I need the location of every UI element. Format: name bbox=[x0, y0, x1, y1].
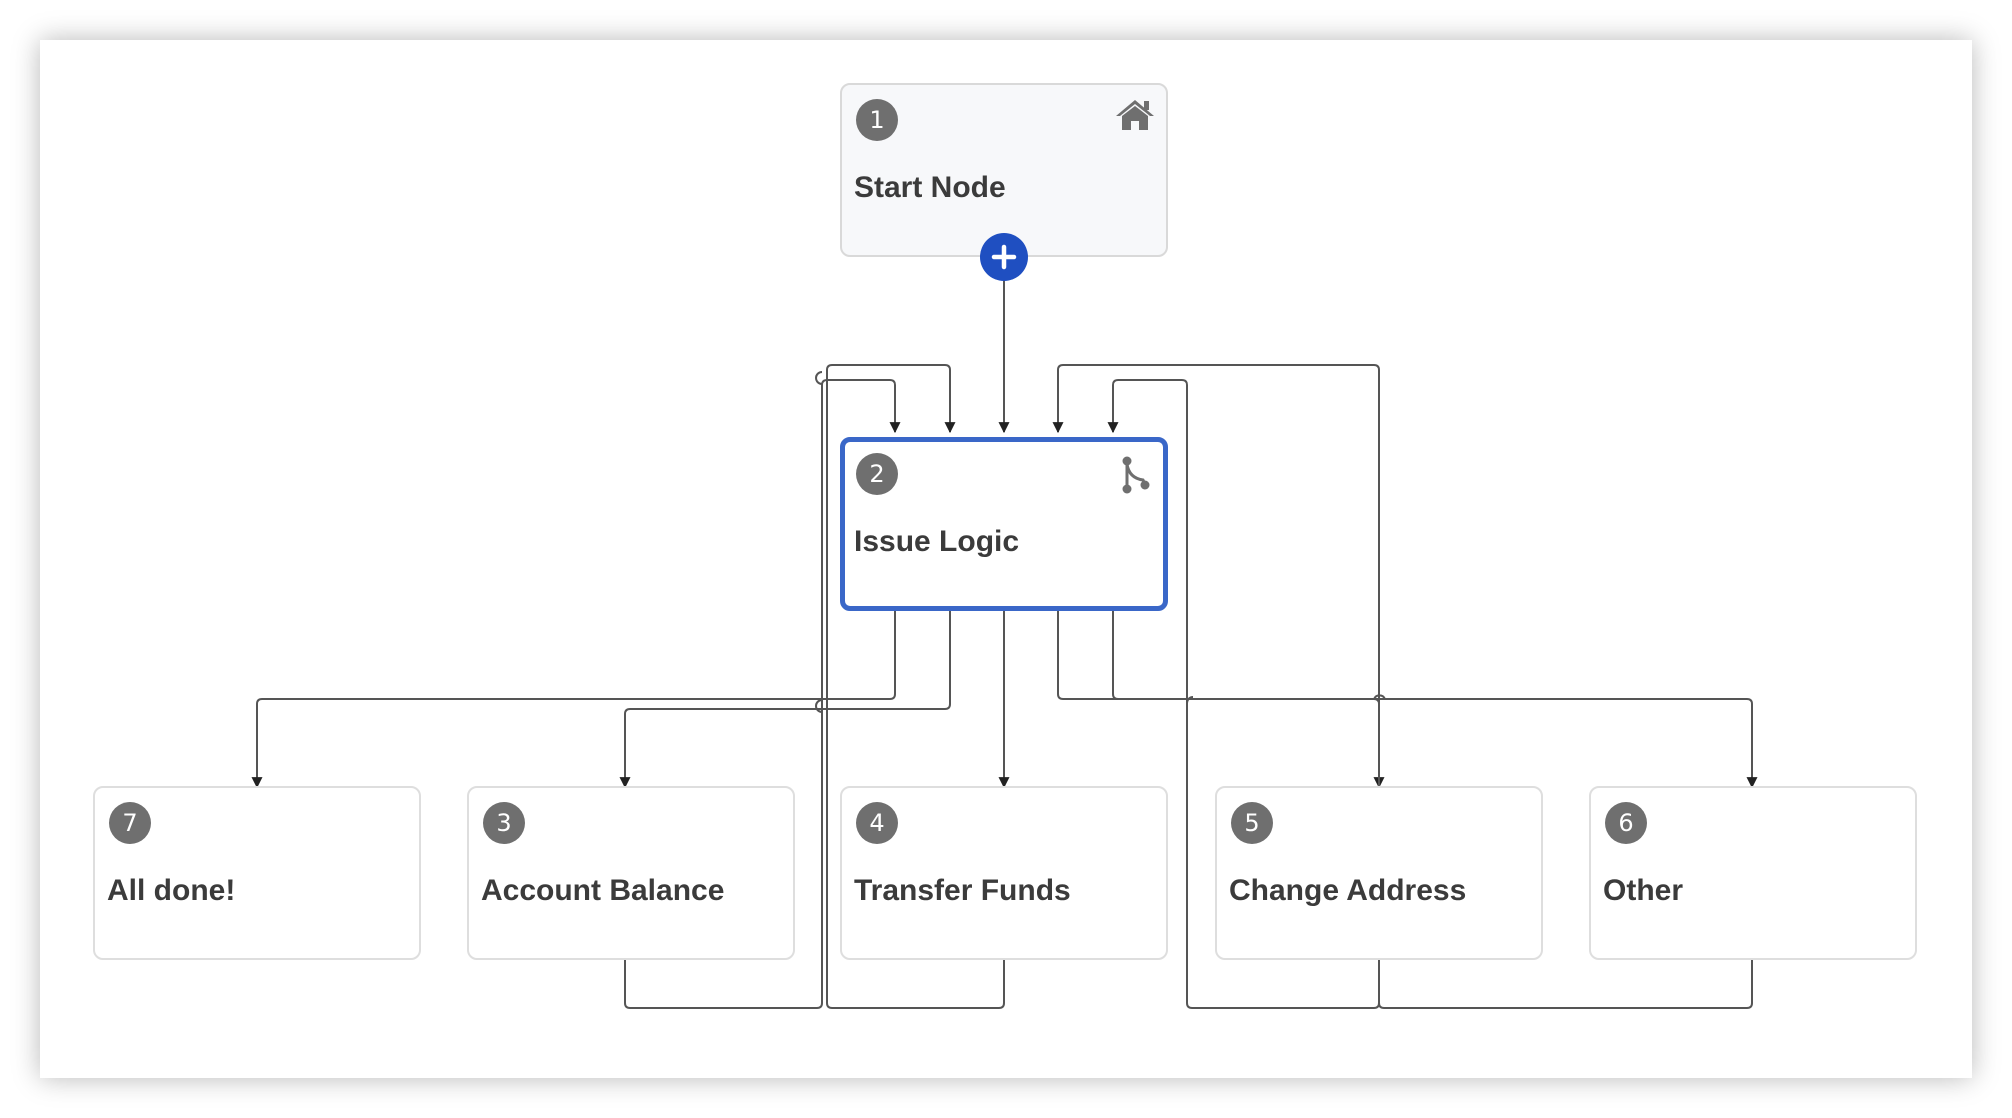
change-address-node[interactable]: 5 Change Address bbox=[1215, 786, 1543, 960]
edge-change-address-back bbox=[1107, 379, 1380, 1009]
node-number-badge: 2 bbox=[856, 453, 898, 495]
edge-issue-to-account-balance bbox=[619, 611, 951, 789]
node-title: All done! bbox=[107, 874, 236, 907]
node-number-badge: 7 bbox=[109, 802, 151, 844]
other-node[interactable]: 6 Other bbox=[1589, 786, 1917, 960]
plus-icon bbox=[991, 244, 1017, 270]
node-number-badge: 4 bbox=[856, 802, 898, 844]
connection-lines bbox=[251, 277, 1758, 1009]
node-number-badge: 1 bbox=[856, 99, 898, 141]
start-node[interactable]: 1 Start Node bbox=[840, 83, 1168, 257]
flow-canvas[interactable]: 1 Start Node 2 bbox=[40, 40, 1972, 1078]
node-title: Change Address bbox=[1229, 874, 1467, 907]
node-title: Start Node bbox=[854, 171, 1006, 204]
node-title: Issue Logic bbox=[854, 525, 1020, 558]
edge-other-back bbox=[1052, 364, 1753, 1009]
edge-issue-to-other bbox=[1112, 611, 1758, 789]
node-title: Transfer Funds bbox=[854, 874, 1071, 907]
issue-logic-node[interactable]: 2 Issue Logic bbox=[840, 437, 1168, 611]
edge-account-balance-back bbox=[624, 379, 901, 1009]
home-icon bbox=[1114, 97, 1156, 138]
node-number-badge: 5 bbox=[1231, 802, 1273, 844]
transfer-funds-node[interactable]: 4 Transfer Funds bbox=[840, 786, 1168, 960]
add-node-button[interactable] bbox=[980, 233, 1028, 281]
branch-icon bbox=[1119, 454, 1153, 501]
all-done-node[interactable]: 7 All done! bbox=[93, 786, 421, 960]
edge-transfer-funds-back bbox=[826, 364, 1005, 1009]
node-number-badge: 3 bbox=[483, 802, 525, 844]
node-number-badge: 6 bbox=[1605, 802, 1647, 844]
account-balance-node[interactable]: 3 Account Balance bbox=[467, 786, 795, 960]
node-title: Account Balance bbox=[481, 874, 725, 907]
node-title: Other bbox=[1603, 874, 1684, 907]
edge-issue-to-all-done bbox=[251, 611, 896, 789]
